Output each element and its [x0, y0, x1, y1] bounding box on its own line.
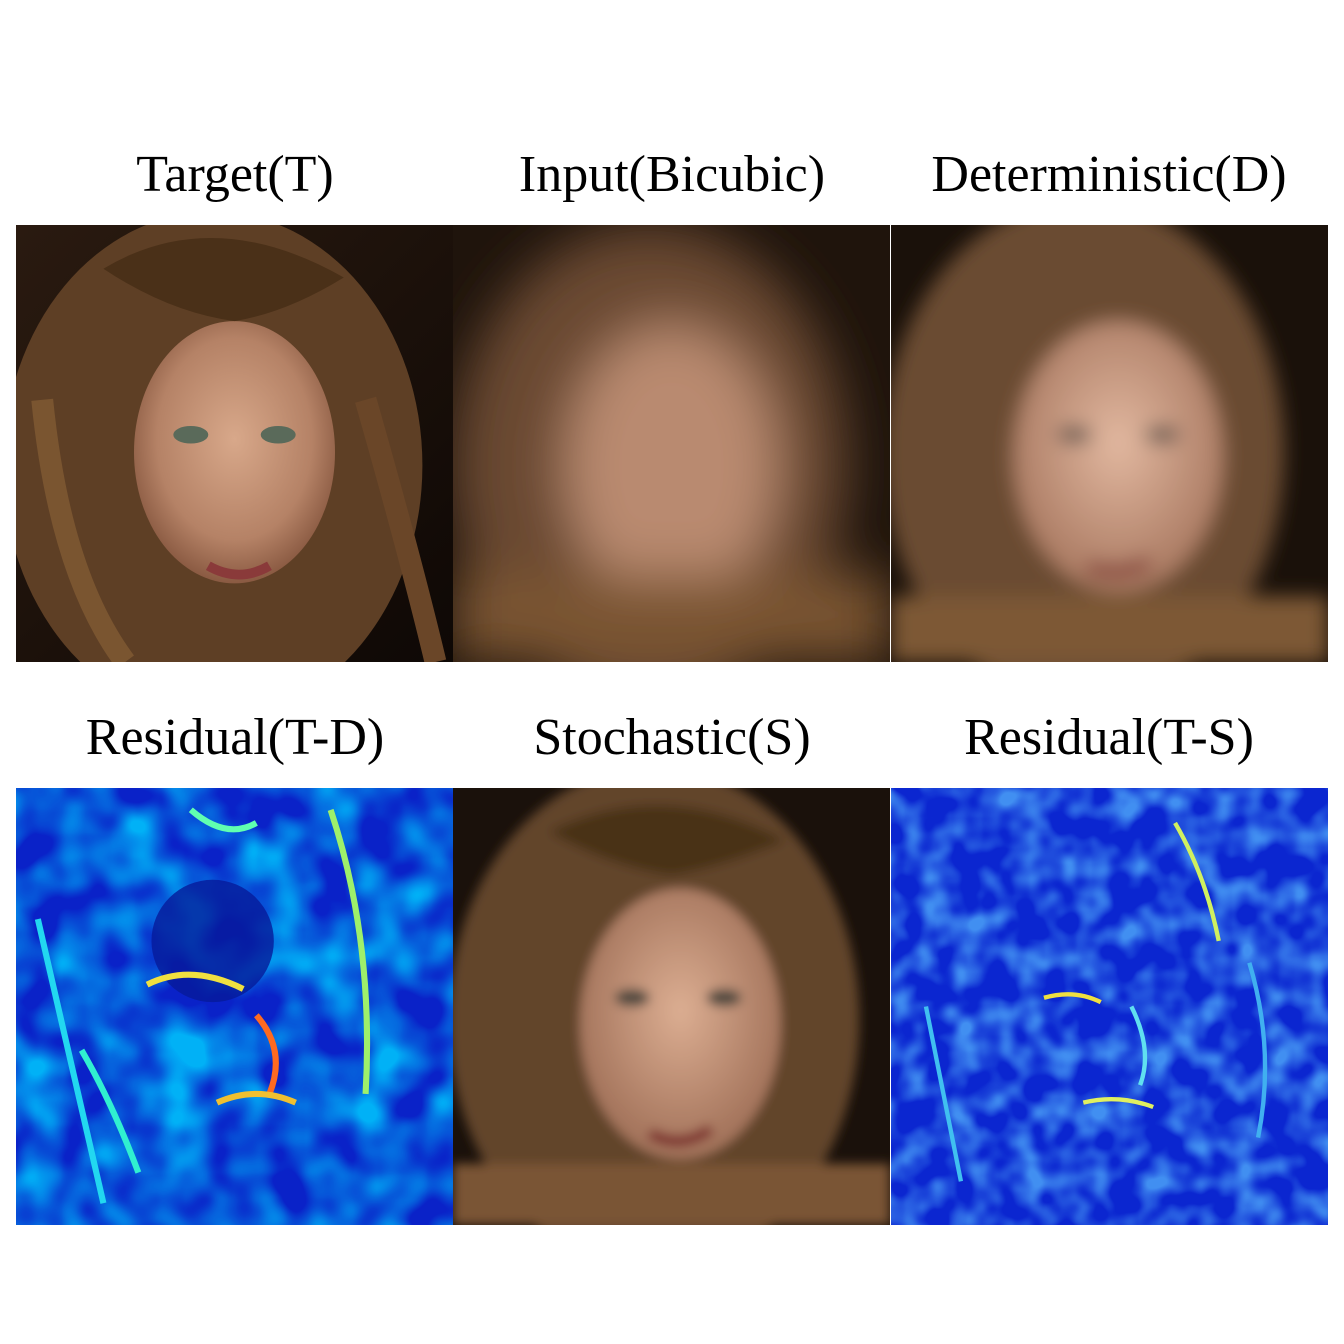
residual-td-heatmap: [16, 788, 453, 1225]
panel-label-input: Input(Bicubic): [518, 146, 826, 203]
target-face-image: [16, 225, 453, 662]
deterministic-output-image: [891, 225, 1328, 662]
panel-label-deterministic: Deterministic(D): [931, 146, 1287, 203]
panel-label-stochastic: Stochastic(S): [533, 709, 811, 766]
stochastic-output-image: [453, 788, 890, 1225]
panel-label-residual-ts: Residual(T-S): [964, 709, 1254, 766]
residual-ts-heatmap: [891, 788, 1328, 1225]
bicubic-input-image: [453, 225, 890, 662]
panel-label-residual-td: Residual(T-D): [85, 709, 385, 766]
panel-label-target: Target(T): [136, 146, 334, 203]
